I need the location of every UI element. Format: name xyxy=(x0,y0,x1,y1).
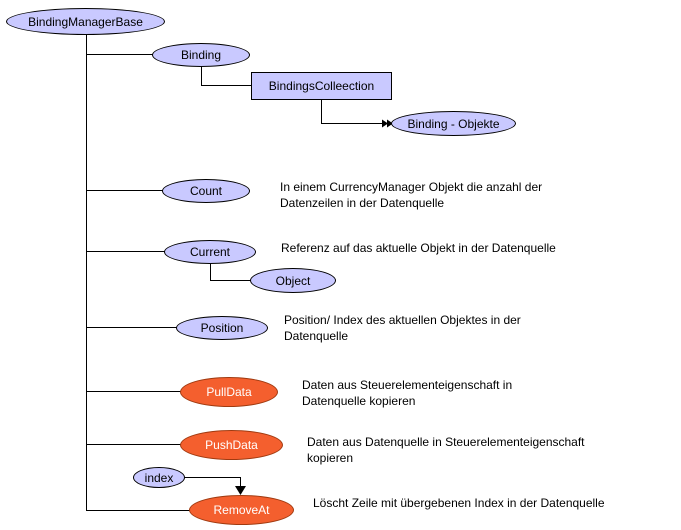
note-line: kopieren xyxy=(307,451,354,465)
node-label: index xyxy=(144,470,174,485)
node-removeat: RemoveAt xyxy=(189,495,294,525)
note-line: Referenz auf das aktuelle Objekt in der … xyxy=(281,241,556,255)
link-index-removeat xyxy=(184,477,241,494)
node-index: index xyxy=(133,467,185,488)
note-pushdata: Daten aus Datenquelle in Steuerelementei… xyxy=(307,434,585,466)
node-binding-objekte: Binding - Objekte xyxy=(391,111,516,136)
node-label: PullData xyxy=(206,385,252,399)
note-line: Position/ Index des aktuellen Objektes i… xyxy=(284,313,521,327)
note-line: In einem CurrencyManager Objekt die anza… xyxy=(280,180,543,194)
note-current: Referenz auf das aktuelle Objekt in der … xyxy=(281,240,556,256)
note-line: Daten aus Datenquelle in Steuerelementei… xyxy=(307,435,585,449)
node-count: Count xyxy=(162,179,250,203)
link-collection-objects xyxy=(321,100,393,128)
note-pulldata: Daten aus Steuerelementeigenschaft in Da… xyxy=(302,377,512,409)
note-position: Position/ Index des aktuellen Objektes i… xyxy=(284,312,521,344)
node-label: Position xyxy=(200,321,244,335)
link-binding-collection xyxy=(201,66,251,86)
note-line: Datenzeilen in der Datenquelle xyxy=(280,196,445,210)
note-line: Löscht Zeile mit übergebenen Index in de… xyxy=(313,496,605,510)
node-position: Position xyxy=(176,316,268,340)
node-bindingmanagerbase: BindingManagerBase xyxy=(6,8,165,35)
note-removeat: Löscht Zeile mit übergebenen Index in de… xyxy=(313,495,605,511)
node-bindingscolleection: BindingsColleection xyxy=(251,72,392,100)
note-count: In einem CurrencyManager Objekt die anza… xyxy=(280,179,542,211)
note-line: Daten aus Steuerelementeigenschaft in xyxy=(302,378,513,392)
node-label: BindingManagerBase xyxy=(28,14,143,29)
node-label: Object xyxy=(275,273,311,288)
link-current-object xyxy=(210,264,251,281)
note-line: Datenquelle kopieren xyxy=(302,394,416,408)
node-label: BindingsColleection xyxy=(268,79,375,93)
node-binding: Binding xyxy=(152,43,250,67)
node-label: Binding xyxy=(180,48,222,62)
node-object: Object xyxy=(250,268,336,293)
node-label: RemoveAt xyxy=(213,503,270,517)
index-arrowhead xyxy=(235,486,246,495)
node-label: Binding - Objekte xyxy=(407,116,500,131)
node-label: Current xyxy=(189,245,230,259)
node-pulldata: PullData xyxy=(180,377,278,407)
note-line: Datenquelle xyxy=(284,329,349,343)
node-label: Count xyxy=(189,184,223,198)
node-label: PushData xyxy=(205,438,258,452)
node-current: Current xyxy=(164,240,256,264)
node-pushdata: PushData xyxy=(180,430,283,460)
